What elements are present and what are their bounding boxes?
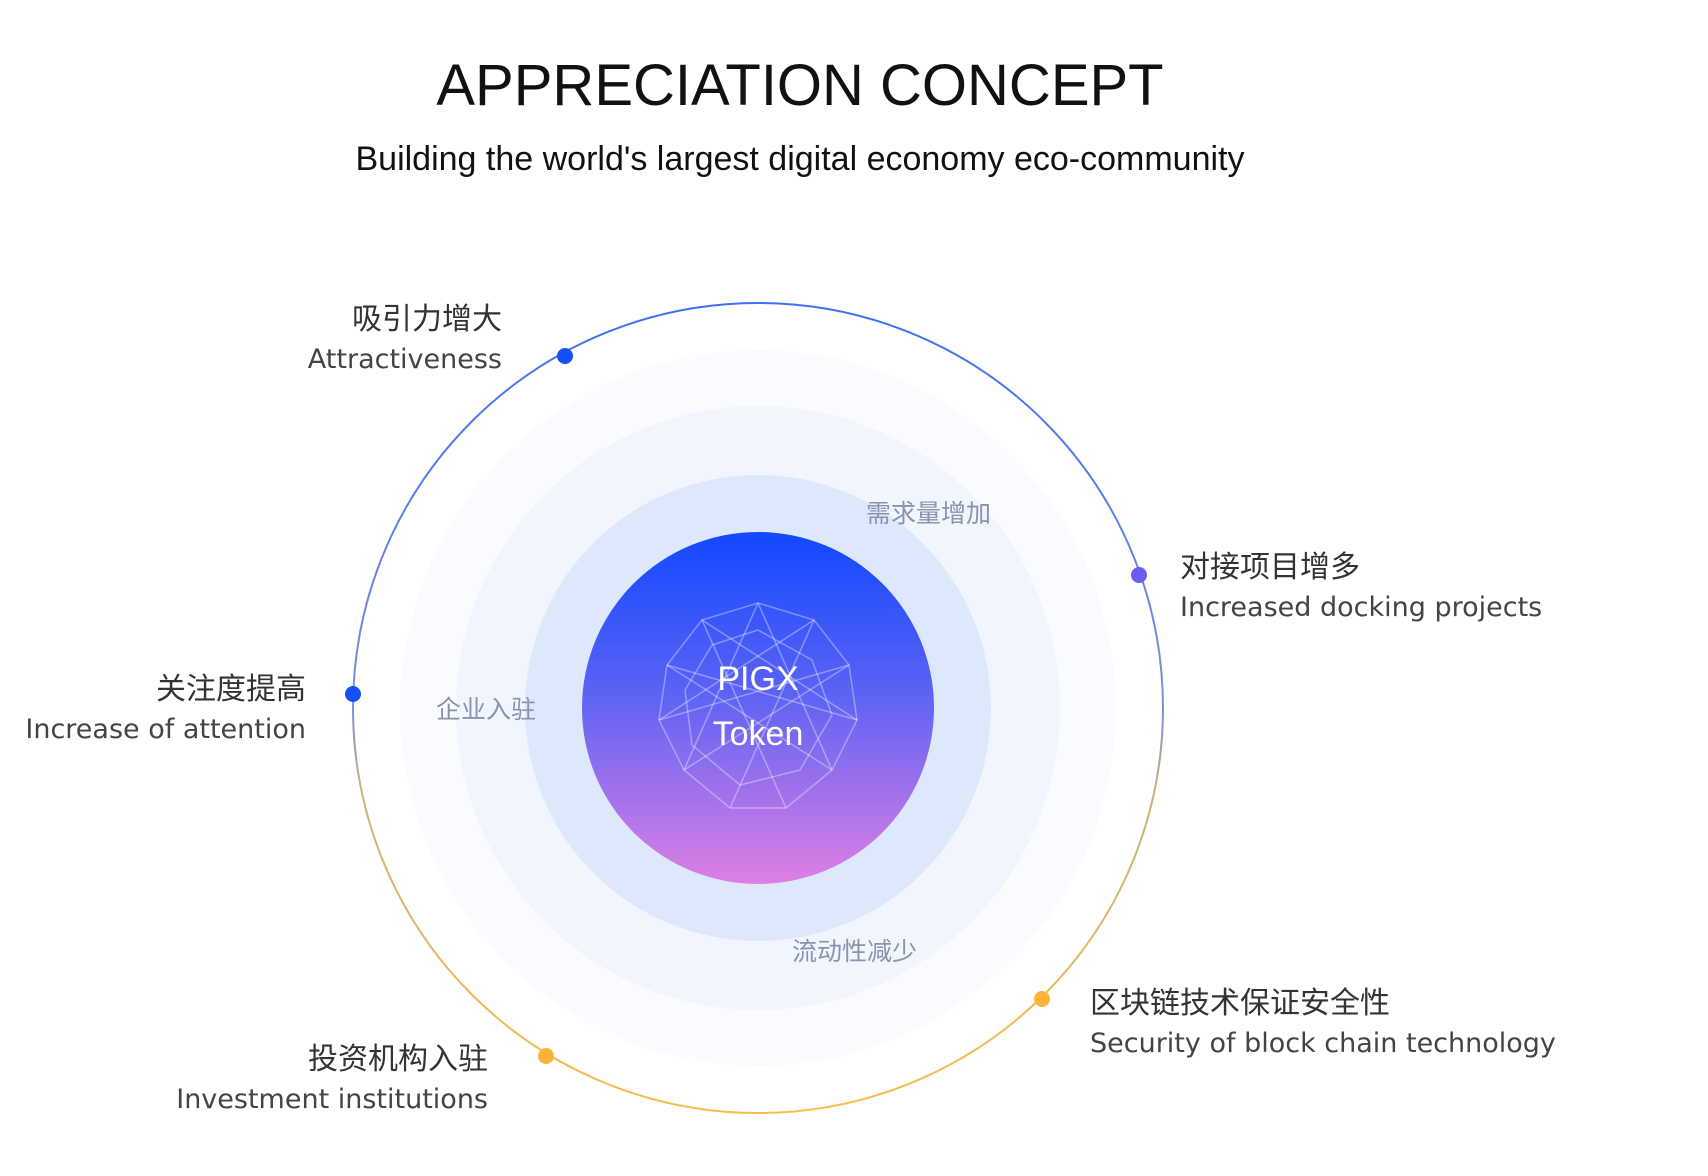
node-cn-attractiveness: 吸引力增大 bbox=[352, 302, 502, 337]
node-label-docking: 对接项目增多 Increased docking projects bbox=[1180, 548, 1542, 628]
node-dot-attention bbox=[345, 686, 361, 702]
node-en-investment: Investment institutions bbox=[176, 1084, 488, 1115]
token-name-line2: Token bbox=[712, 715, 804, 753]
node-cn-docking: 对接项目增多 bbox=[1180, 550, 1360, 585]
node-dot-investment bbox=[538, 1048, 554, 1064]
node-en-docking: Increased docking projects bbox=[1180, 592, 1543, 623]
node-dot-attractiveness bbox=[557, 348, 573, 364]
node-en-attractiveness: Attractiveness bbox=[307, 344, 502, 375]
token-name-line1: PIGX bbox=[717, 660, 799, 698]
inner-label-liquidity: 流动性减少 bbox=[792, 937, 918, 966]
polyhedron-icon bbox=[658, 602, 858, 809]
node-cn-attention: 关注度提高 bbox=[156, 672, 306, 707]
inner-label-demand: 需求量增加 bbox=[866, 499, 992, 528]
node-dot-docking bbox=[1131, 567, 1147, 583]
outer-ring bbox=[352, 302, 1164, 1114]
node-cn-investment: 投资机构入驻 bbox=[308, 1042, 488, 1077]
node-label-investment: 投资机构入驻 Investment institutions bbox=[176, 1040, 488, 1120]
node-cn-security: 区块链技术保证安全性 bbox=[1090, 986, 1390, 1021]
page-subtitle: Building the world's largest digital eco… bbox=[355, 140, 1245, 178]
node-label-attention: 关注度提高 Increase of attention bbox=[25, 670, 306, 750]
node-label-security: 区块链技术保证安全性 Security of block chain techn… bbox=[1090, 984, 1556, 1064]
node-en-attention: Increase of attention bbox=[25, 714, 306, 745]
node-label-attractiveness: 吸引力增大 Attractiveness bbox=[308, 300, 502, 380]
node-dot-security bbox=[1034, 991, 1050, 1007]
node-en-security: Security of block chain technology bbox=[1090, 1028, 1556, 1059]
token-core-circle bbox=[582, 532, 934, 884]
inner-label-enterprise: 企业入驻 bbox=[436, 695, 537, 724]
page-title: APPRECIATION CONCEPT bbox=[436, 53, 1164, 118]
